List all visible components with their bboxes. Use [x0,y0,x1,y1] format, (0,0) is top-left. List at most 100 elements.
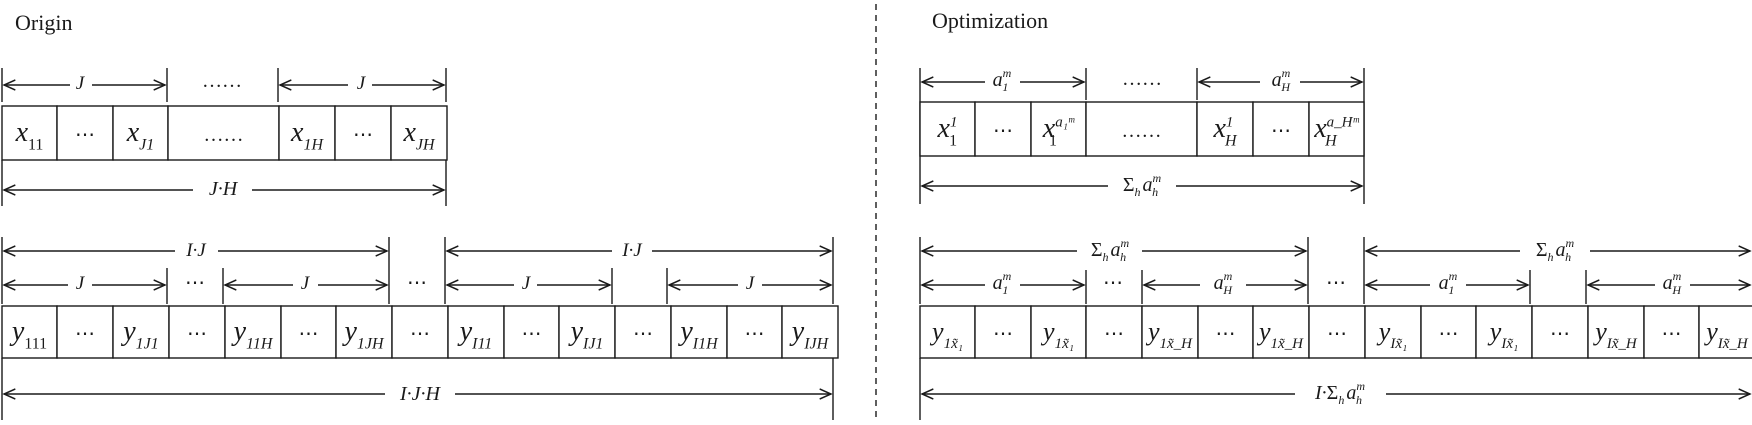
ellipsis-cell-text: …… [1122,120,1162,142]
array-cell [1308,305,1366,359]
array-cell [335,305,393,359]
ellipsis-cell-text: ⋯ [633,323,653,345]
variable-symbol: y1x̃_H [1256,317,1304,352]
gap-dots: …… [1122,68,1162,90]
y-cell: ⋯ [1420,305,1477,359]
x-cell: ⋯ [56,105,114,161]
dim-label-j: J [76,273,86,294]
ellipsis-cell-text: ⋯ [1439,323,1459,345]
array-cell [224,305,282,359]
array-cell [503,305,560,359]
y-cell: y11H [224,305,282,359]
svg-text:am1: am1 [1439,269,1458,297]
y-cell: ⋯ [1197,305,1254,359]
variable-symbol: y11H [231,316,274,352]
array-cell [56,305,114,359]
variable-symbol: xJH [402,117,436,153]
dim-label-j: J [357,73,367,94]
ellipsis-cell-text: ⋯ [1271,120,1291,142]
y-cell: yIx̃_H [1698,305,1752,359]
variable-symbol: yIJ1 [568,316,604,352]
variable-symbol: yIx̃₁ [1376,317,1407,352]
y-cell: ⋯ [56,305,114,359]
array-cell [167,105,280,161]
dim-label-ijh: I·J·H [399,383,442,405]
y-cell: yIx̃₁ [1364,305,1422,359]
ellipsis-cell-text: ⋯ [1104,323,1124,345]
array-cell [1643,305,1700,359]
ellipsis-cell-text: ⋯ [1550,323,1570,345]
dim-label-j: J [76,73,86,94]
variable-symbol: yIJH [789,316,830,352]
y-cell: yI1H [670,305,728,359]
origin-y-layout: I·J ⋯ I·J J ⋯ J J J y111⋯y1J1⋯y11H⋯y1JH⋯… [1,237,839,420]
svg-text:amH: amH [1272,66,1292,94]
y-cell: yIJH [781,305,839,359]
variable-symbol: y111 [9,316,47,352]
array-cell [1030,305,1087,359]
x-cell: ⋯ [1252,101,1310,157]
ellipsis-cell-text: ⋯ [353,124,373,146]
y-cell: ⋯ [168,305,226,359]
array-cell [781,305,839,359]
variable-symbol: yIx̃₁ [1487,317,1518,352]
variable-symbol: y1x̃₁ [1040,317,1074,352]
array-cell [280,305,337,359]
array-cell [974,305,1032,359]
dim-label-j: J [746,273,756,294]
array-cell [1587,305,1645,359]
optimization-heading: Optimization [932,8,1048,33]
y-cell: y1x̃_H [1252,305,1310,359]
y-cell: ⋯ [391,305,449,359]
origin-x-layout: J …… J x11⋯xJ1……x1H⋯xJH J·H [1,68,448,206]
origin-heading: Origin [15,10,72,35]
array-cell [1,105,58,161]
y-cell: ⋯ [1643,305,1700,359]
array-cell [1141,305,1199,359]
y-cell: yIx̃_H [1587,305,1645,359]
variable-symbol: y1J1 [120,316,159,352]
svg-text:am1: am1 [993,269,1012,297]
y-cell: ⋯ [280,305,337,359]
dim-label-ij: I·J [185,240,207,261]
variable-symbol: x1H [290,117,324,153]
gap-dots: …… [202,70,242,92]
x-cell: xJ1 [112,105,169,161]
y-cell: y1J1 [112,305,170,359]
y-cell: y1x̃_H [1141,305,1199,359]
ellipsis-cell-text: ⋯ [1327,323,1347,345]
variable-symbol: xJ1 [126,117,155,153]
y-cell: ⋯ [614,305,672,359]
gap-dots: ⋯ [1326,272,1346,294]
ellipsis-cell-text: ⋯ [410,323,430,345]
array-cell [56,105,114,161]
svg-text:amH: amH [1214,269,1234,297]
dim-label-j: J [522,273,532,294]
variable-symbol: yIx̃_H [1592,317,1638,352]
y-cell: y1x̃₁ [919,305,976,359]
x-cell: xJH [390,105,448,161]
dim-label-ij: I·J [621,240,643,261]
gap-dots: ⋯ [185,272,205,294]
array-cell [1030,101,1087,157]
ellipsis-cell-text: ⋯ [187,323,207,345]
array-cell [112,305,170,359]
ellipsis-cell-text: ⋯ [745,323,765,345]
y-cell: ⋯ [726,305,783,359]
y-cell: ⋯ [1531,305,1589,359]
variable-symbol: y1x̃_H [1145,317,1193,352]
array-cell [168,305,226,359]
